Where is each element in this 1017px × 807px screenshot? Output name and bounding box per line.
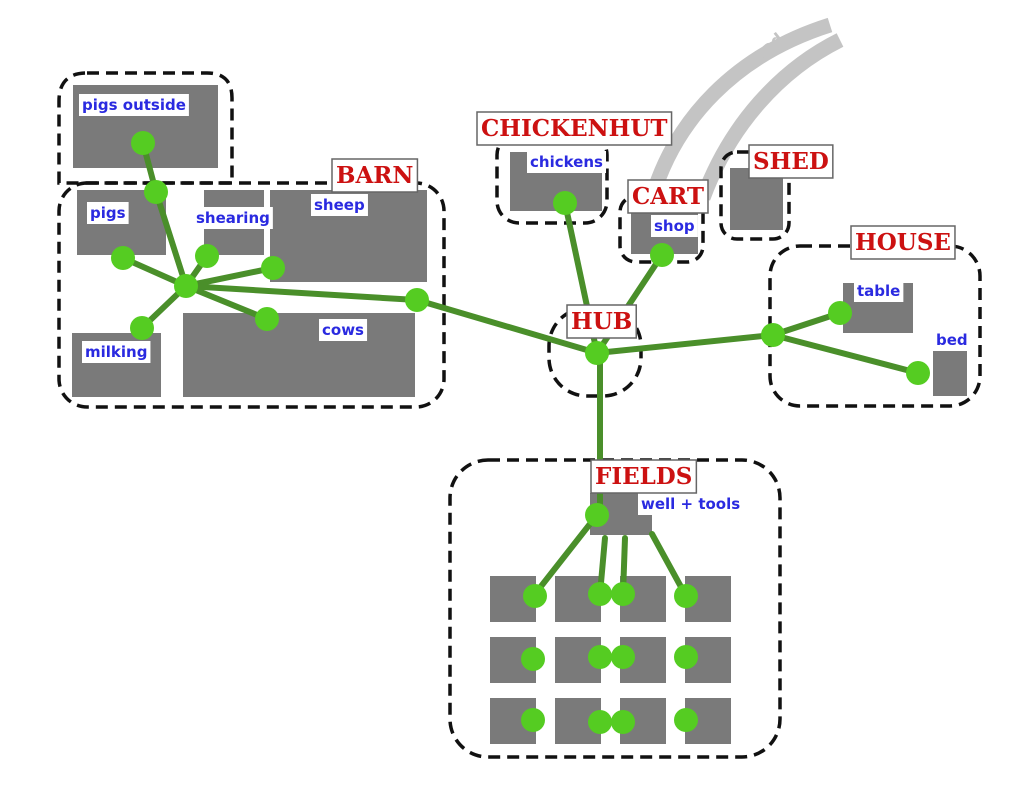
node-field [521,708,545,732]
node-field [611,582,635,606]
edge [770,332,921,376]
node-cows [255,307,279,331]
node-field [588,710,612,734]
pigs-outside-label: pigs outside [82,96,186,114]
node-field [674,708,698,732]
node-shop [650,243,674,267]
node-junction [144,180,168,204]
chickenhut-zone [495,131,609,225]
cows-label: cows [322,321,364,339]
edge [594,332,776,356]
edge [414,297,600,356]
chickenhut-label: CHICKENHUT [481,115,668,142]
cart-label: CART [632,183,704,210]
shearing-label: shearing [196,209,270,227]
node-field [611,645,635,669]
table-label: table [857,282,900,300]
node-chickens [553,191,577,215]
node-barn-center [174,274,198,298]
graph-nodes [111,131,930,734]
well-tools-label: well + tools [641,495,740,513]
node-shearing [195,244,219,268]
edge [153,189,189,289]
node-field [674,584,698,608]
node-pigs [111,246,135,270]
shop-label: shop [654,217,695,235]
zone-labels: BARN CHICKENHUT CART SHED HOUSE HUB FIEL… [331,111,956,494]
bed-label: bed [936,331,968,349]
edge [183,265,276,289]
node-field [521,647,545,671]
sheep-label: sheep [314,196,365,214]
cows-room [183,313,415,397]
fields-label: FIELDS [595,463,692,490]
hub-label: HUB [571,308,632,335]
fields-zone [448,458,782,759]
node-milking [130,316,154,340]
road-line-right [695,33,844,201]
milking-label: milking [85,343,147,361]
house-label: HOUSE [855,229,951,256]
node-field [611,710,635,734]
node-sheep [261,256,285,280]
node-table [828,301,852,325]
node-field [674,645,698,669]
node-barn-exit [405,288,429,312]
bed-room [933,348,967,396]
barn-label: BARN [336,162,413,189]
room-labels: pigs outside pigs shearing sheep milking… [79,94,971,515]
node-house-entry [761,323,785,347]
node-pigs-outside [131,131,155,155]
node-bed [906,361,930,385]
node-field [588,582,612,606]
edge [183,283,270,322]
road-line-left [644,17,833,201]
node-field [588,645,612,669]
node-hub [585,341,609,365]
edge [183,283,420,303]
chickens-label: chickens [530,153,603,171]
shed-label: SHED [753,148,829,175]
graph-edges [120,140,921,599]
node-well-tools [585,503,609,527]
shed-zone [719,150,791,241]
edge [532,512,600,597]
node-field [523,584,547,608]
pigs-label: pigs [90,204,126,222]
barn-zone [57,181,446,409]
